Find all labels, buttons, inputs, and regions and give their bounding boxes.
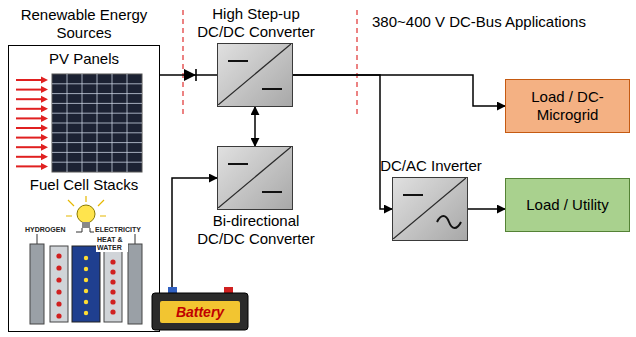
bulb-rays [66, 196, 106, 216]
converter-label: High Step-up DC/DC Converter [197, 5, 315, 41]
sun-arrowhead [41, 144, 48, 151]
ion-dot [84, 267, 88, 271]
converter-box: Bi-directional DC/DC Converter [217, 146, 293, 210]
pv-cell-line [52, 142, 142, 143]
hydrogen-dot [56, 301, 61, 306]
pv-cell-line [52, 162, 142, 163]
light-bulb [77, 205, 95, 223]
bulb-base [82, 222, 90, 228]
connector [293, 75, 392, 209]
sun-arrowhead [41, 96, 48, 103]
ac-symbol [437, 216, 461, 228]
panel-heading: PV Panels [9, 50, 159, 68]
dc-symbol [228, 60, 248, 62]
pv-panel [52, 74, 142, 172]
connector [468, 208, 505, 210]
sun-arrowhead [41, 115, 48, 122]
sun-arrow [16, 146, 42, 148]
pv-grid [52, 74, 142, 172]
sun-arrow [16, 165, 42, 167]
hydrogen-dot [56, 265, 61, 270]
converter-label: DC/AC Inverter [366, 157, 496, 175]
pv-cell-line [52, 152, 142, 153]
dc-symbol [262, 88, 282, 90]
converter-symbol [218, 44, 291, 105]
load-box: Load / Utility [505, 178, 630, 232]
load-box: Load / DC-Microgrid [505, 79, 630, 133]
converter-label: Bi-directional DC/DC Converter [197, 212, 315, 248]
pv-cell-line [52, 123, 142, 124]
ion-dot [84, 256, 88, 260]
converter-diagonal [218, 147, 291, 208]
sun-arrow [16, 98, 42, 100]
sun-arrow [16, 108, 42, 110]
ion-dot [84, 289, 88, 293]
hydrogen-dot [56, 289, 61, 294]
oxygen-dot [110, 309, 115, 314]
pv-cell-line [52, 132, 142, 133]
sun-arrow [16, 117, 42, 119]
callout-text: HYDROGEN [24, 226, 76, 234]
battery-label: Battery [150, 303, 250, 321]
dc-symbol [228, 163, 248, 165]
oxygen-dot [110, 299, 115, 304]
fuel-cell-cathode [104, 246, 122, 322]
ion-dot [84, 300, 88, 304]
converter-box: DC/AC Inverter [392, 177, 468, 241]
fuel-cell-membrane [72, 246, 100, 322]
panel-heading: Fuel Cell Stacks [9, 176, 159, 194]
oxygen-dot [110, 259, 115, 264]
callout-text: HEAT & WATER [96, 236, 128, 252]
dc-symbol [262, 191, 282, 193]
sun-arrowhead [41, 163, 48, 170]
section-divider [356, 10, 357, 118]
sun-arrow [16, 89, 42, 91]
converter-symbol [218, 147, 291, 208]
sun-arrowhead [41, 134, 48, 141]
converter-diagonal [393, 178, 466, 239]
fuel-cell-particles [56, 253, 115, 318]
dc-symbol [403, 194, 423, 196]
converter-diagonal [218, 44, 291, 105]
sun-arrow [16, 156, 42, 158]
fuel-cell-plate [30, 244, 44, 324]
sun-arrow [16, 127, 42, 129]
section-title: Renewable Energy Sources [0, 6, 168, 42]
battery: Battery [150, 287, 250, 331]
sun-arrowhead [41, 86, 48, 93]
oxygen-dot [110, 289, 115, 294]
sun-arrowhead [41, 153, 48, 160]
pv-cell-line [52, 103, 142, 104]
sun-arrowhead [41, 105, 48, 112]
converter-box: High Step-up DC/DC Converter [217, 43, 293, 107]
ion-dot [84, 278, 88, 282]
hydrogen-dot [56, 313, 61, 318]
fuel-cell-plate [128, 244, 142, 324]
pv-cell-line [52, 113, 142, 114]
load-label: Load / Utility [526, 196, 609, 214]
sun-arrow [16, 79, 42, 81]
sun-arrow [16, 137, 42, 139]
oxygen-dot [110, 279, 115, 284]
pv-cell-line [52, 83, 142, 84]
connector [160, 74, 217, 76]
oxygen-dot [110, 269, 115, 274]
section-divider [182, 10, 183, 118]
sun-arrowhead [41, 125, 48, 132]
callout-text: ELECTRICITY [94, 226, 156, 234]
ion-dot [84, 311, 88, 315]
pv-cell-line [52, 93, 142, 94]
connector [254, 107, 256, 146]
converter-symbol [393, 178, 466, 239]
sun-arrowhead [41, 77, 48, 84]
sunlight-arrows [16, 77, 48, 170]
source-panel: PV PanelsFuel Cell Stacks [8, 45, 160, 332]
fuel-cell-anode [50, 246, 68, 322]
hydrogen-dot [56, 277, 61, 282]
connector [293, 75, 505, 106]
section-title: 380~400 V DC-Bus Applications [372, 13, 634, 31]
load-label: Load / DC-Microgrid [512, 88, 623, 124]
hydrogen-dot [56, 253, 61, 258]
